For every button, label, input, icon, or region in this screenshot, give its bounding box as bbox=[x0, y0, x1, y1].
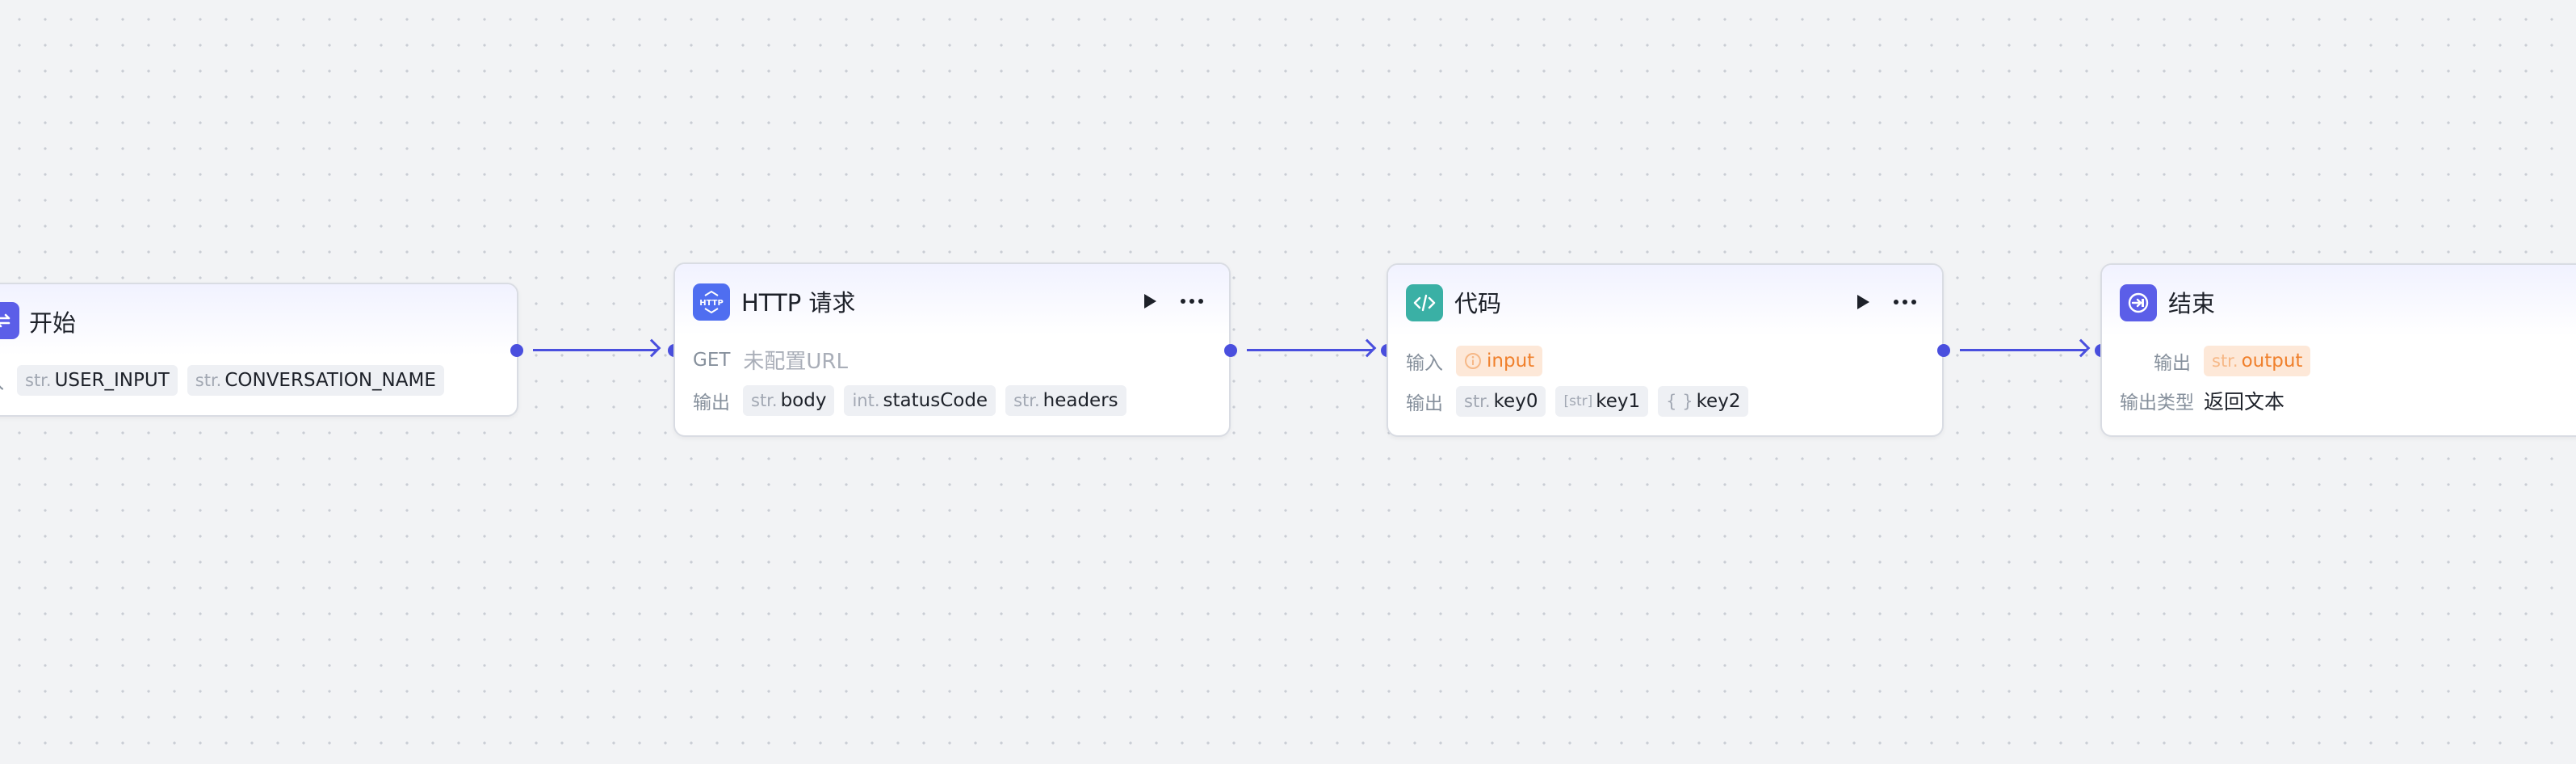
code-output-tag: str.key0 bbox=[1456, 386, 1546, 417]
more-icon bbox=[1894, 300, 1916, 304]
http-output-tag: str.body bbox=[743, 385, 835, 416]
http-node-title: HTTP 请求 bbox=[741, 289, 856, 317]
start-node[interactable]: 开始 入 str.USER_INPUT str.CONVERSATION_NAM… bbox=[0, 283, 518, 417]
end-node-title: 结束 bbox=[2168, 290, 2216, 317]
http-node[interactable]: HTTP HTTP 请求 GET 未配置URL 输出 str.body int.… bbox=[673, 262, 1231, 437]
edge-http-code[interactable] bbox=[1247, 338, 1377, 358]
http-output-label: 输出 bbox=[693, 392, 730, 413]
code-more-button[interactable] bbox=[1890, 288, 1919, 317]
start-input-label: 入 bbox=[0, 367, 4, 394]
http-icon-text: HTTP bbox=[699, 299, 724, 308]
code-node[interactable]: 代码 输入 input 输出 str.key0 [str]key1 { }key… bbox=[1387, 263, 1944, 437]
http-more-button[interactable] bbox=[1177, 287, 1206, 316]
end-output-type-label: 输出类型 bbox=[2120, 392, 2194, 413]
play-icon bbox=[1857, 295, 1869, 309]
more-icon bbox=[1181, 299, 1203, 304]
http-method: GET bbox=[693, 349, 731, 371]
code-output-tag: { }key2 bbox=[1658, 386, 1749, 417]
end-output-type-value: 返回文本 bbox=[2204, 390, 2285, 413]
http-output-tag: int.statusCode bbox=[844, 385, 996, 416]
http-icon: HTTP bbox=[693, 283, 730, 321]
end-output-tag: str.output bbox=[2204, 346, 2311, 376]
edge-start-http[interactable] bbox=[533, 338, 661, 358]
http-run-button[interactable] bbox=[1135, 287, 1164, 316]
code-output-label: 输出 bbox=[1406, 393, 1443, 414]
edge-code-end[interactable] bbox=[1960, 338, 2091, 358]
http-url-placeholder[interactable]: 未配置URL bbox=[743, 350, 848, 374]
code-output-handle[interactable] bbox=[1937, 344, 1950, 357]
start-output-handle[interactable] bbox=[510, 344, 523, 357]
start-node-title: 开始 bbox=[29, 309, 77, 337]
code-output-tag: [str]key1 bbox=[1555, 386, 1649, 417]
end-node[interactable]: 结束 输出 str.output 输出类型 返回文本 bbox=[2100, 263, 2576, 437]
start-input-tag: str.CONVERSATION_NAME bbox=[187, 365, 444, 396]
play-icon bbox=[1144, 294, 1156, 309]
info-icon bbox=[1465, 353, 1481, 369]
http-output-tag: str.headers bbox=[1005, 385, 1126, 416]
code-run-button[interactable] bbox=[1848, 288, 1877, 317]
start-icon bbox=[0, 302, 19, 339]
code-node-title: 代码 bbox=[1454, 290, 1502, 317]
http-output-handle[interactable] bbox=[1224, 344, 1237, 357]
end-output-label: 输出 bbox=[2154, 353, 2191, 374]
code-icon bbox=[1406, 284, 1443, 321]
code-input-label: 输入 bbox=[1406, 353, 1443, 374]
end-icon bbox=[2120, 284, 2157, 321]
start-input-tag: str.USER_INPUT bbox=[17, 365, 178, 396]
code-input-tag: input bbox=[1456, 346, 1543, 376]
